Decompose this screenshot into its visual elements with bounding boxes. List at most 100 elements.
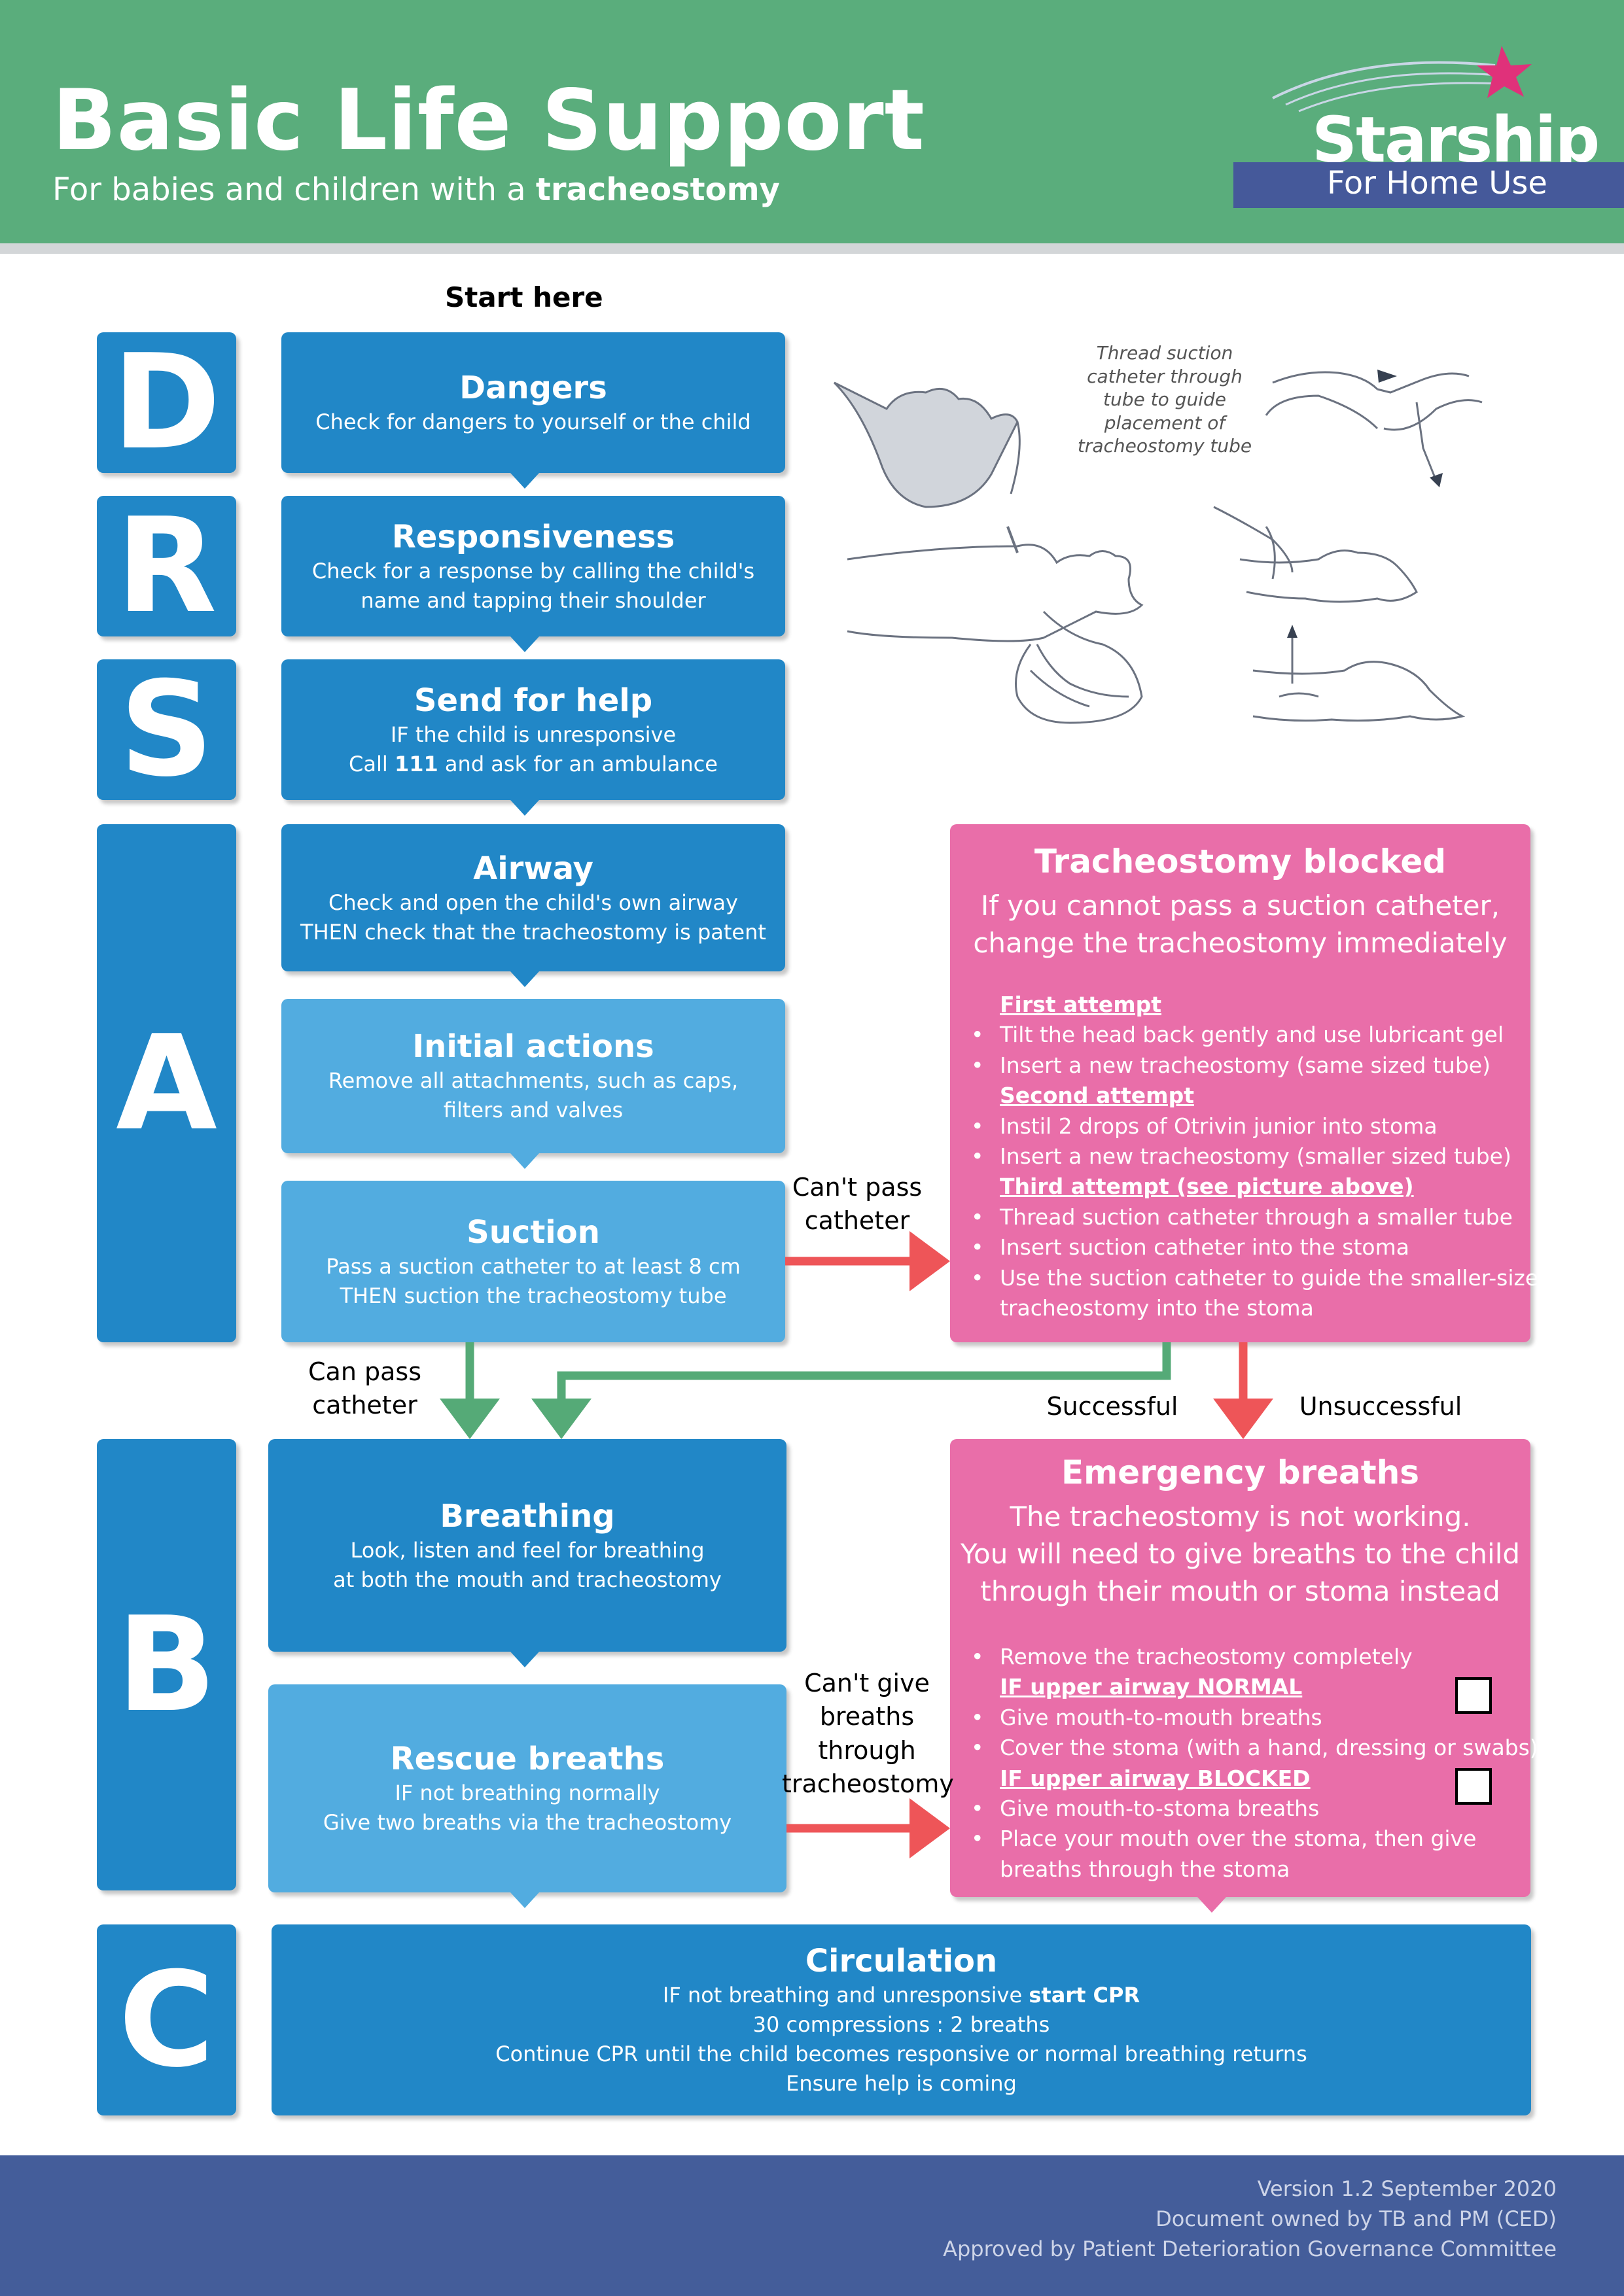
breathing-text-2: at both the mouth and tracheostomy bbox=[333, 1567, 722, 1592]
breathing-box: Breathing Look, listen and feel for brea… bbox=[268, 1439, 786, 1652]
list-heading: IF upper airway NORMAL bbox=[1000, 1674, 1303, 1700]
cant-pass-arrow bbox=[785, 1231, 950, 1291]
responsiveness-box: Responsiveness Check for a response by c… bbox=[281, 496, 785, 636]
dangers-text: Check for dangers to yourself or the chi… bbox=[315, 409, 751, 435]
page-title: Basic Life Support bbox=[52, 72, 925, 169]
unsuccessful-arrow bbox=[1213, 1342, 1273, 1439]
airway-pointer bbox=[510, 971, 539, 987]
circulation-text-2: 30 compressions : 2 breaths bbox=[752, 2012, 1050, 2038]
send-help-number: 111 bbox=[394, 751, 438, 776]
list-item: Insert a new tracheostomy (smaller sized… bbox=[971, 1141, 1552, 1172]
upper-airway-blocked-checkbox[interactable] bbox=[1455, 1768, 1492, 1805]
letter-d: D bbox=[97, 326, 236, 479]
illustration-caption: Thread suction catheter through tube to … bbox=[1077, 342, 1252, 457]
page-subtitle: For babies and children with a tracheost… bbox=[52, 171, 780, 208]
airway-title: Airway bbox=[473, 850, 593, 887]
initial-actions-box: Initial actions Remove all attachments, … bbox=[281, 999, 785, 1153]
responsiveness-text-2: name and tapping their shoulder bbox=[361, 587, 706, 613]
list-item: Remove the tracheostomy completely bbox=[971, 1642, 1538, 1673]
illustration-arrows bbox=[1287, 370, 1443, 638]
successful-label: Successful bbox=[1046, 1392, 1178, 1421]
emergency-breaths-subtitle-2: You will need to give breaths to the chi… bbox=[960, 1538, 1521, 1570]
cant-give-breaths-label: Can't give breaths through tracheostomy bbox=[782, 1667, 954, 1801]
cant-give-label-2: breaths bbox=[819, 1702, 915, 1731]
circulation-text-1: IF not breathing and unresponsive start … bbox=[663, 1981, 1140, 2010]
footer-owner: Document owned by TB and PM (CED) bbox=[1156, 2206, 1557, 2231]
initial-actions-title: Initial actions bbox=[412, 1028, 654, 1066]
dangers-title: Dangers bbox=[459, 370, 607, 407]
list-heading: Second attempt bbox=[1000, 1083, 1194, 1109]
emergency-breaths-panel: Emergency breaths The tracheostomy is no… bbox=[950, 1439, 1538, 1897]
list-heading: Third attempt (see picture above) bbox=[1000, 1174, 1414, 1200]
list-item: Place your mouth over the stoma, then gi… bbox=[971, 1824, 1538, 1854]
cant-give-label-1: Can't give bbox=[804, 1669, 930, 1697]
can-pass-label: Can pass catheter bbox=[301, 1355, 429, 1423]
list-item: breaths through the stoma bbox=[1000, 1856, 1290, 1882]
letter-c: C bbox=[97, 1924, 236, 2115]
responsiveness-pointer bbox=[510, 636, 539, 652]
can-pass-arrow bbox=[440, 1342, 500, 1439]
list-item: Thread suction catheter through a smalle… bbox=[971, 1202, 1552, 1233]
rescue-breaths-pointer bbox=[510, 1892, 539, 1908]
emergency-breaths-pointer bbox=[1197, 1897, 1226, 1913]
circulation-text-3: Continue CPR until the child becomes res… bbox=[495, 2042, 1307, 2066]
circulation-box: Circulation IF not breathing and unrespo… bbox=[272, 1924, 1531, 2115]
tracheostomy-blocked-list: First attemptTilt the head back gently a… bbox=[971, 990, 1552, 1323]
breathing-pointer bbox=[510, 1652, 539, 1667]
cant-pass-label: Can't pass catheter bbox=[788, 1171, 926, 1238]
list-heading: IF upper airway BLOCKED bbox=[1000, 1765, 1311, 1791]
breathing-title: Breathing bbox=[440, 1497, 615, 1535]
subtitle-emphasis: tracheostomy bbox=[535, 171, 780, 208]
upper-airway-normal-checkbox[interactable] bbox=[1455, 1677, 1492, 1714]
dangers-pointer bbox=[510, 473, 539, 489]
list-item: Use the suction catheter to guide the sm… bbox=[971, 1263, 1552, 1294]
list-item: Give mouth-to-stoma breaths bbox=[971, 1794, 1538, 1824]
emergency-breaths-title: Emergency breaths bbox=[1061, 1453, 1420, 1491]
list-item: Cover the stoma (with a hand, dressing o… bbox=[971, 1733, 1538, 1764]
cant-pass-label-2: catheter bbox=[804, 1206, 910, 1236]
list-item: Give mouth-to-mouth breaths bbox=[971, 1703, 1538, 1733]
rescue-breaths-title: Rescue breaths bbox=[390, 1741, 665, 1778]
letter-a: A bbox=[97, 824, 236, 1342]
footer-version: Version 1.2 September 2020 bbox=[1257, 2176, 1557, 2201]
tracheostomy-blocked-subtitle-2: change the tracheostomy immediately bbox=[973, 927, 1508, 959]
circulation-text-4: Ensure help is coming bbox=[786, 2070, 1017, 2096]
emergency-breaths-subtitle-1: The tracheostomy is not working. bbox=[1010, 1501, 1471, 1533]
star-icon bbox=[1272, 46, 1532, 113]
send-help-box: Send for help IF the child is unresponsi… bbox=[281, 659, 785, 800]
logo-band-text: For Home Use bbox=[1327, 165, 1547, 201]
tracheostomy-blocked-subtitle-1: If you cannot pass a suction catheter, bbox=[980, 890, 1500, 922]
emergency-breaths-subtitle-3: through their mouth or stoma instead bbox=[980, 1575, 1500, 1607]
can-pass-label-2: catheter bbox=[312, 1391, 417, 1420]
airway-text-1: Check and open the child's own airway bbox=[328, 890, 738, 915]
tracheostomy-illustration bbox=[833, 370, 1483, 724]
footer-banner bbox=[0, 2155, 1624, 2296]
airway-box: Airway Check and open the child's own ai… bbox=[281, 824, 785, 971]
circulation-title: Circulation bbox=[805, 1943, 998, 1980]
tracheostomy-blocked-title: Tracheostomy blocked bbox=[1034, 843, 1447, 880]
breathing-text-1: Look, listen and feel for breathing bbox=[350, 1537, 705, 1563]
list-item: Instil 2 drops of Otrivin junior into st… bbox=[971, 1111, 1552, 1142]
initial-actions-text-1: Remove all attachments, such as caps, bbox=[328, 1068, 739, 1094]
responsiveness-text-1: Check for a response by calling the chil… bbox=[311, 558, 755, 583]
send-help-title: Send for help bbox=[414, 682, 653, 719]
send-help-text-2: Call 111 and ask for an ambulance bbox=[349, 750, 718, 779]
unsuccessful-label: Unsuccessful bbox=[1299, 1392, 1462, 1421]
list-heading: First attempt bbox=[1000, 992, 1162, 1017]
dangers-box: Dangers Check for dangers to yourself or… bbox=[281, 332, 785, 473]
suction-text-1: Pass a suction catheter to at least 8 cm bbox=[326, 1253, 741, 1279]
airway-text-2: THEN check that the tracheostomy is pate… bbox=[300, 919, 766, 945]
list-item: Insert a new tracheostomy (same sized tu… bbox=[971, 1051, 1552, 1081]
send-help-text-1: IF the child is unresponsive bbox=[390, 722, 677, 747]
suction-title: Suction bbox=[467, 1213, 600, 1251]
list-item: Tilt the head back gently and use lubric… bbox=[971, 1020, 1552, 1051]
cant-pass-label-1: Can't pass bbox=[792, 1173, 923, 1202]
subtitle-text: For babies and children with a bbox=[52, 171, 536, 208]
send-help-pointer bbox=[510, 800, 539, 816]
rescue-breaths-text-2: Give two breaths via the tracheostomy bbox=[323, 1810, 732, 1835]
circulation-condition: IF not breathing and unresponsive bbox=[662, 1983, 1029, 2008]
cant-give-breaths-arrow bbox=[786, 1798, 950, 1858]
list-item: Insert suction catheter into the stoma bbox=[971, 1232, 1552, 1263]
letter-b: B bbox=[97, 1439, 236, 1890]
